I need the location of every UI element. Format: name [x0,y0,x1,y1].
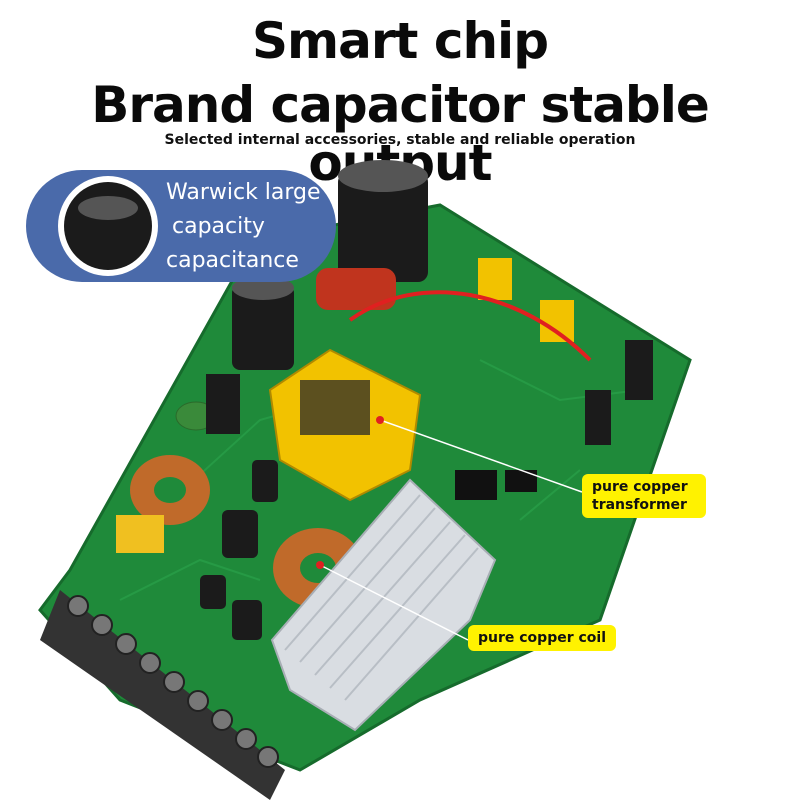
badge-line-1: Warwick large [166,180,321,205]
electrolytic-capacitor-left [232,276,294,370]
small-capacitor [232,600,262,640]
main-transformer [268,348,422,502]
x-capacitor [116,515,164,553]
headline-line-1: Smart chip [252,12,549,70]
small-capacitor [200,575,226,609]
badge-line-3: capacitance [166,248,299,273]
callout-transformer: pure copper transformer [582,474,706,518]
electrolytic-capacitor-right [338,160,428,282]
subtitle: Selected internal accessories, stable an… [164,132,636,148]
terminal-block [40,590,285,800]
copper-coil-left [130,455,210,525]
badge-line-2: capacity [172,214,265,239]
pcb-photo [38,160,692,800]
capacitor-badge [26,170,336,282]
power-transistor [625,340,653,400]
callout-transformer-line-2: transformer [592,497,687,513]
callout-coil: pure copper coil [468,625,617,651]
ic-chip [505,470,537,492]
film-capacitor [316,268,396,310]
power-transistor [585,390,611,445]
small-capacitor [222,510,258,558]
aluminum-heatsink [270,478,497,732]
leader-line-coil [319,564,469,641]
capacitor-closeup-icon [58,176,158,276]
small-transformer [478,258,512,300]
heatsink-bracket [206,374,240,434]
callout-transformer-line-1: pure copper [592,479,688,495]
small-transformer [540,300,574,342]
small-capacitor [252,460,278,502]
red-wire [348,290,592,362]
capacitor-badge-text: Warwick large capacity capacitance [166,176,336,278]
leader-line-transformer [379,419,583,493]
ic-chip [455,470,497,500]
